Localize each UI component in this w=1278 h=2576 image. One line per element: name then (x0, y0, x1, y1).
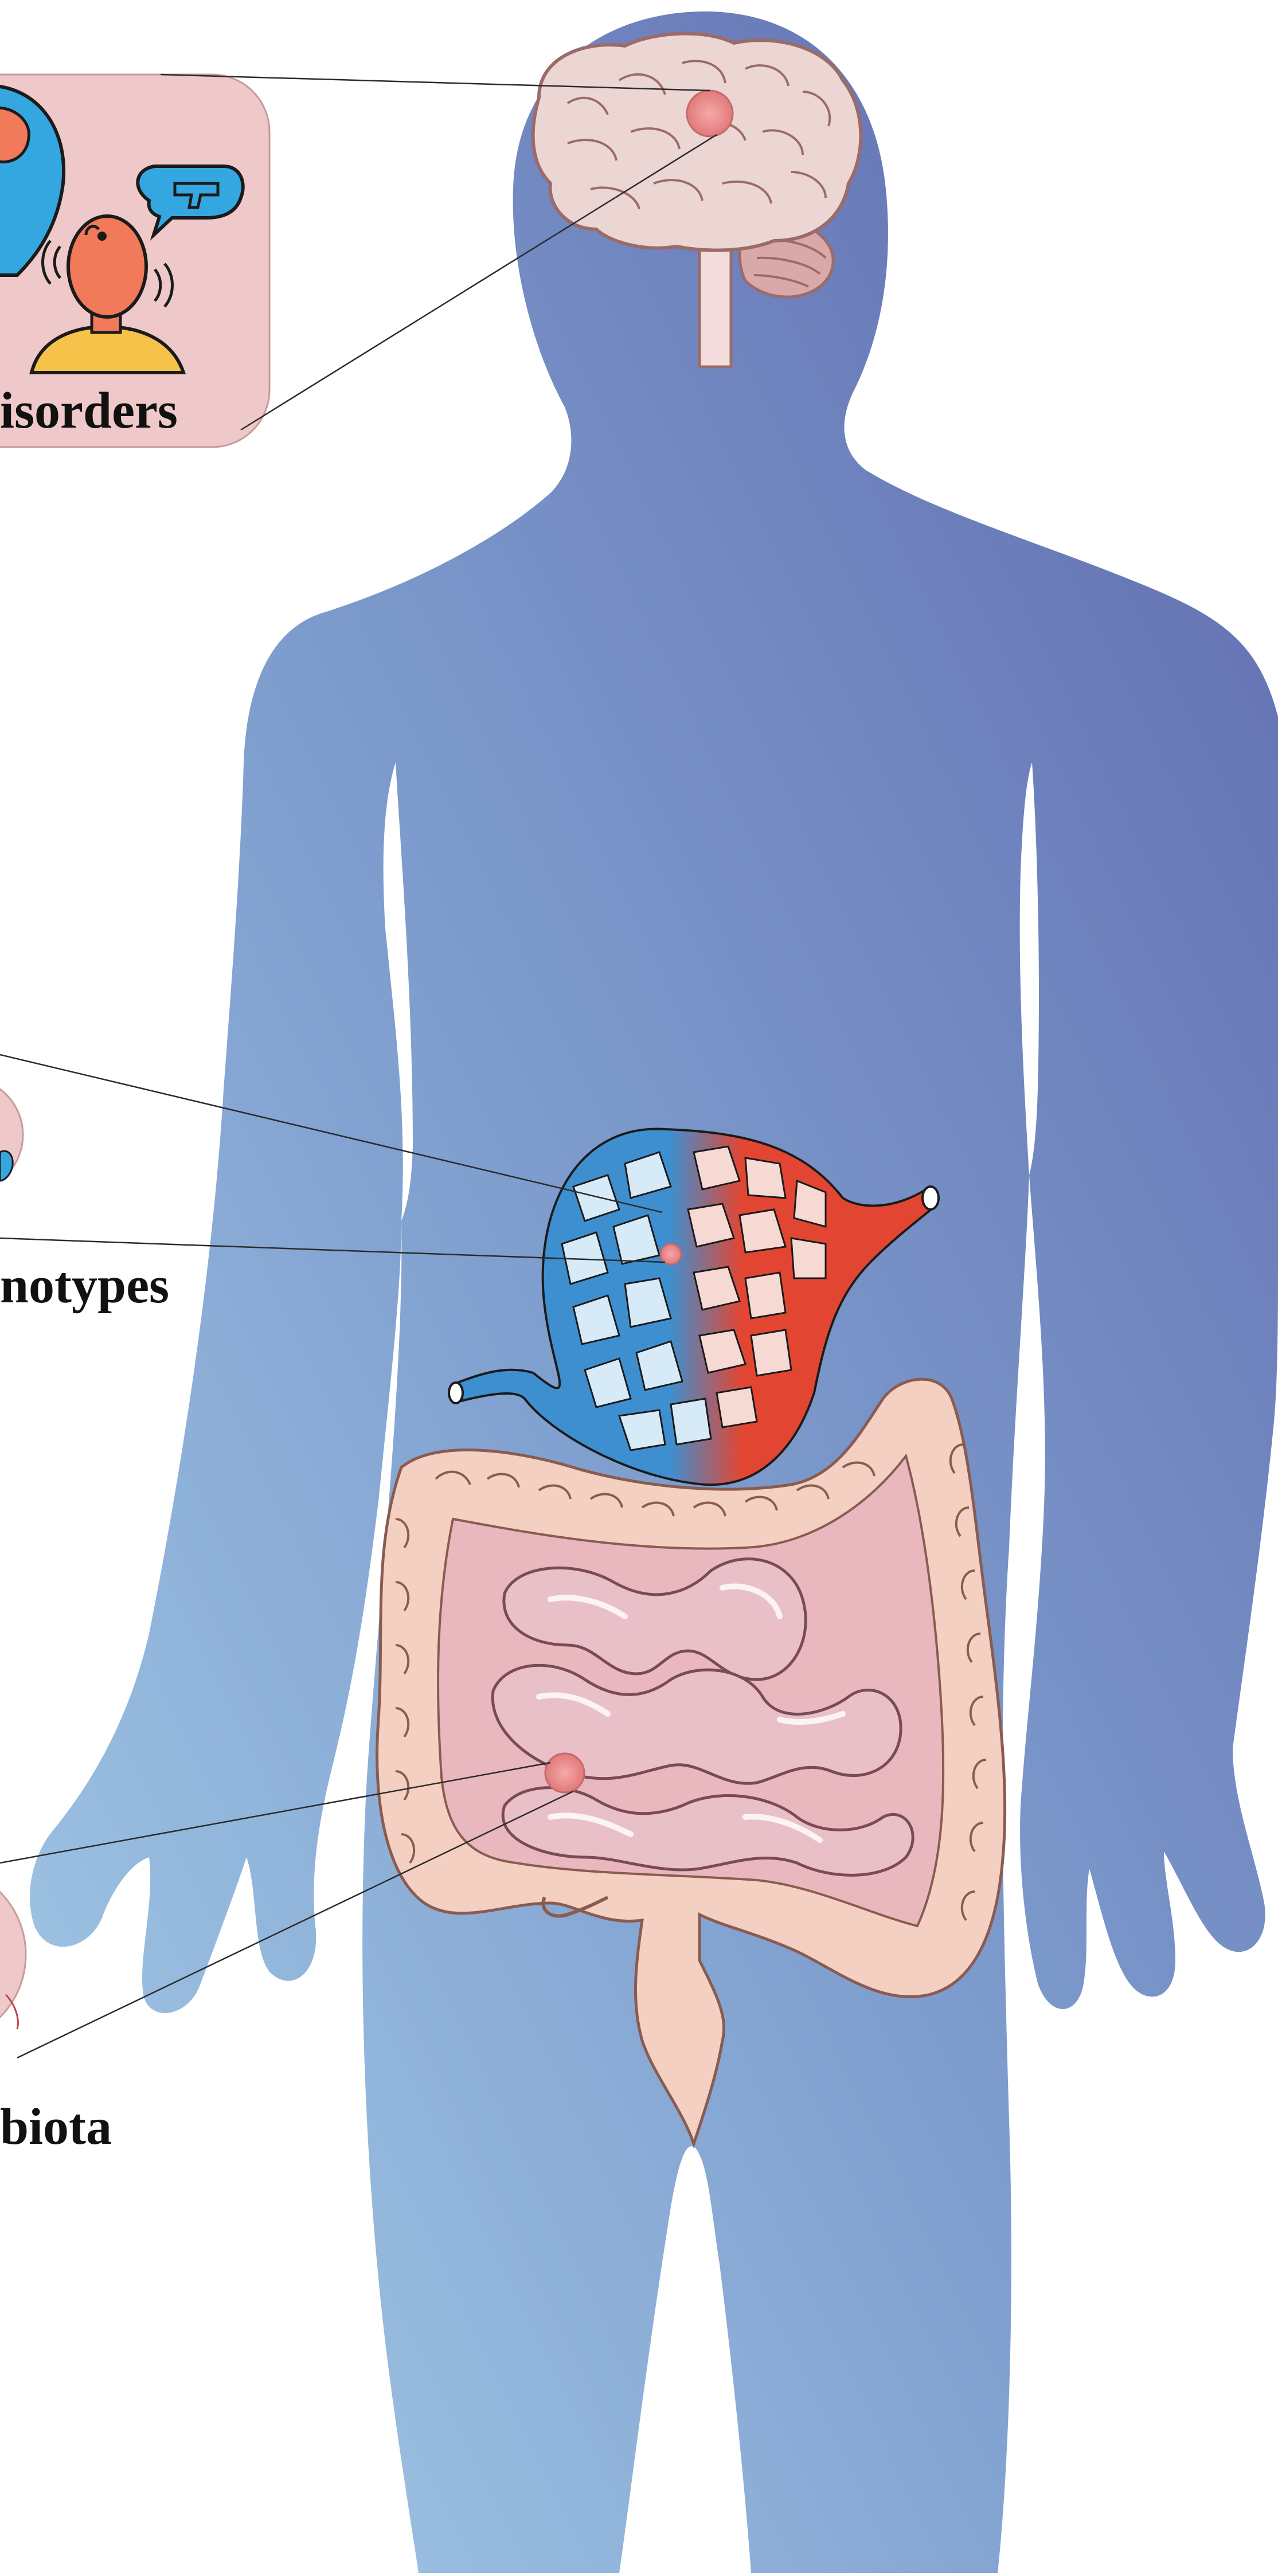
hepatic-panel-edge (0, 1078, 23, 1192)
liver-hotspot (661, 1244, 681, 1264)
intestine-hotspot (545, 1753, 584, 1792)
phenotypes-label: notypes (0, 1260, 169, 1312)
microbiota-label: biota (0, 2101, 112, 2153)
mental-disorders-label: isorders (0, 385, 178, 437)
microbiota-panel-edge (0, 1866, 26, 2043)
brain-hotspot (687, 91, 733, 136)
